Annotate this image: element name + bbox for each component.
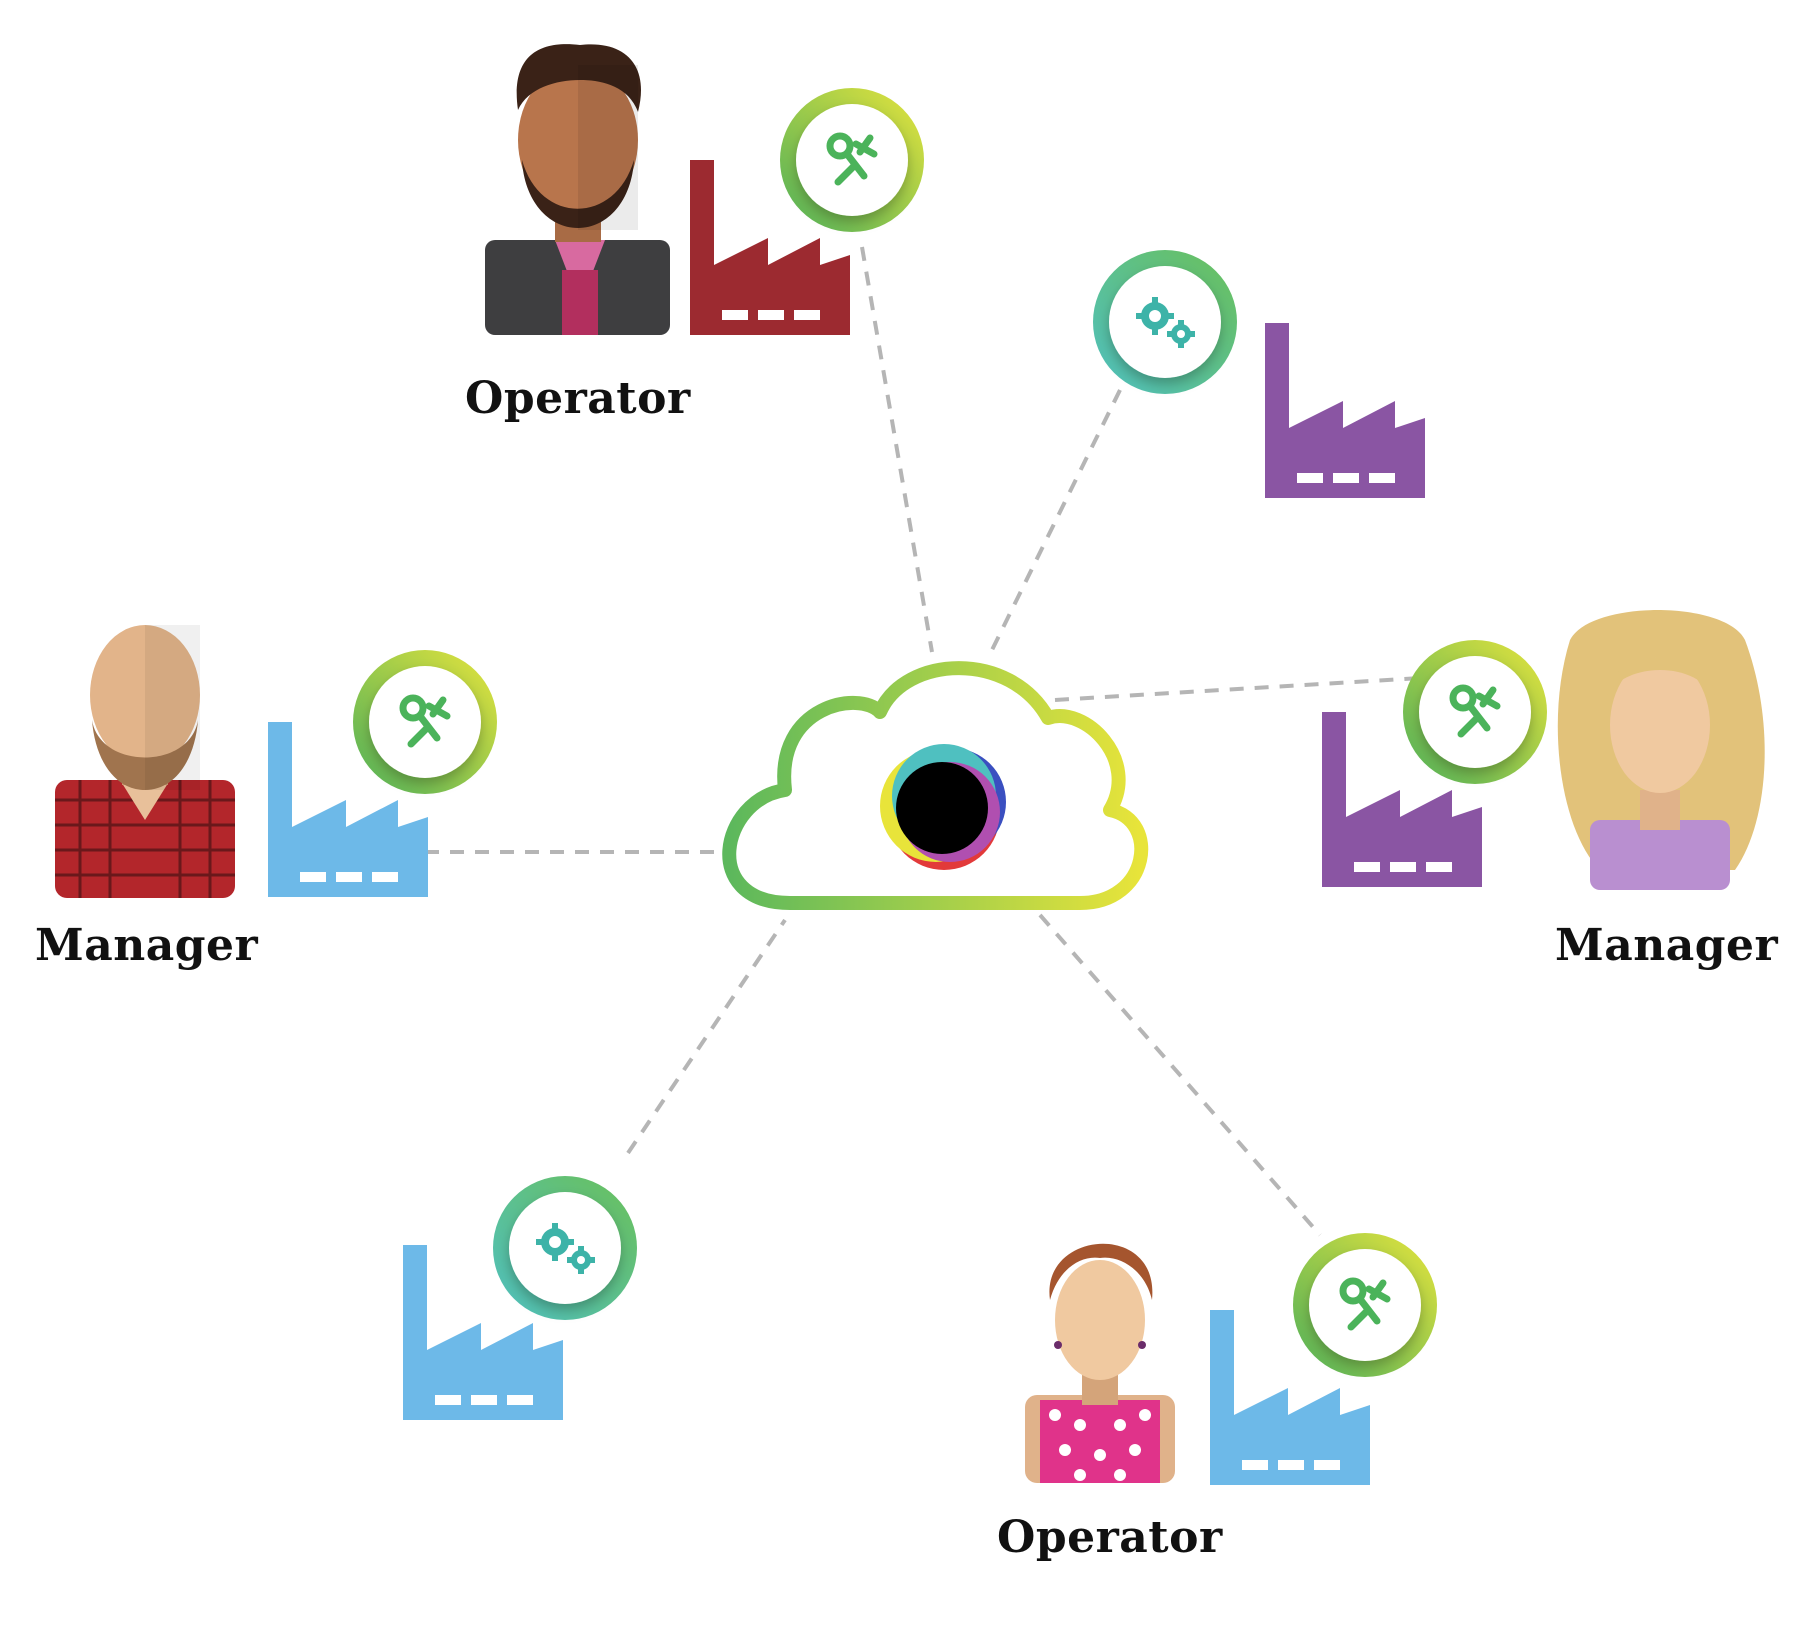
connectors — [425, 246, 1421, 1237]
connector-right-manager — [1054, 676, 1421, 702]
manager-left-avatar — [55, 625, 235, 898]
manager-right-avatar — [1557, 610, 1765, 890]
top-right-factory — [1265, 323, 1425, 498]
connector-top-operator — [860, 246, 934, 653]
manager-left-label: Manager — [35, 920, 259, 971]
operator-top-service-badge — [780, 88, 924, 232]
connector-bottom-operator — [1038, 913, 1322, 1237]
operator-top-label: Operator — [465, 373, 691, 424]
cloud-icon — [722, 661, 1149, 910]
operator-bottom-service-badge — [1293, 1233, 1437, 1377]
connector-bottom-left-factory — [626, 918, 787, 1155]
top-right-automation-badge — [1093, 250, 1237, 394]
bottom-left-automation-badge — [493, 1176, 637, 1320]
operator-bottom-label: Operator — [997, 1512, 1223, 1563]
manager-left-service-badge — [353, 650, 497, 794]
operator-top-avatar — [485, 44, 670, 335]
hub-logo-icon — [880, 744, 1006, 870]
manager-right-service-badge — [1403, 640, 1547, 784]
operator-bottom-avatar — [1025, 1243, 1175, 1483]
connector-top-right-factory — [990, 389, 1122, 651]
manager-right-label: Manager — [1555, 920, 1779, 971]
